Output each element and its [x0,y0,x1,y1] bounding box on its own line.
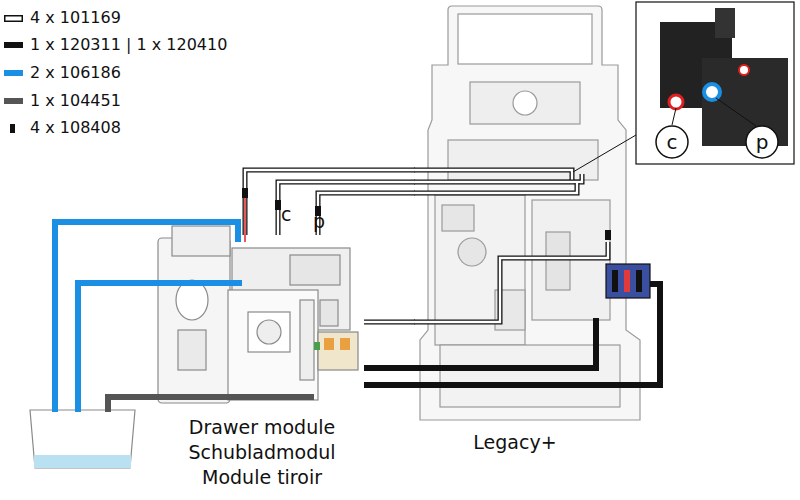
tube-clip [242,188,248,198]
cable-connector [364,385,415,386]
tube-outline [364,320,415,325]
tube-connector [318,193,415,235]
tube-outline [414,242,608,322]
cable [414,318,596,368]
tube-connector [245,170,415,235]
callout-letter: c [667,130,678,154]
tube-core [364,321,415,323]
legend-swatch [4,98,23,104]
legend-swatch [4,42,23,48]
connector-pin [314,342,320,350]
callout-circle-shape [656,126,688,158]
drawer-fan [257,320,281,344]
water-container [30,410,135,468]
tube-fitting [704,84,720,100]
port-letter: c [281,203,291,225]
inset-leader [573,135,636,172]
tube-clip [605,230,611,240]
callout-circle: c [655,125,689,159]
tube-outline [278,182,415,235]
hopper-lid [513,91,537,115]
tube-connector [278,182,415,235]
module-name: Drawer module [160,415,364,440]
bean-hopper [470,82,580,124]
board-part [546,232,570,290]
tube-outline [414,170,572,180]
legend-text: 1 x 104451 [30,91,121,111]
tube-core [318,193,415,235]
tube-outline [245,170,415,235]
module-name: Module tiroir [160,465,364,490]
drawer-hopper [158,238,230,403]
drawer-top-block [172,226,230,256]
red-wire [244,198,246,242]
valve-fitting [715,8,735,38]
drawer-frame [248,312,290,352]
legend-swatch [4,70,23,76]
drawer-front [228,290,318,400]
tube-fitting [739,65,749,75]
blue-tube [78,283,242,412]
text-holder: p [745,125,779,159]
port-letter: p [313,210,325,232]
pump [442,205,474,231]
tube-outline [414,174,582,182]
cable [414,284,660,385]
drain-hose [108,397,314,412]
drawer-module: Drawer moduleSchubladmodulModule tiroir [160,235,364,490]
tube-core [414,170,572,180]
detail-inset [636,2,794,164]
callout-letter: p [756,130,769,154]
boiler [458,238,486,266]
tube-outline [414,183,577,193]
tube-core [414,242,608,322]
display [458,14,592,64]
connector-pin [636,270,642,292]
module-name: Legacy+ [415,430,615,455]
legend-text: 1 x 120311 | 1 x 120410 [30,35,227,55]
machine: Legacy+ [415,5,640,460]
cable-line [364,382,415,388]
connector-pin [340,338,350,350]
legend-text: 4 x 108408 [30,118,121,138]
wire-connector [606,264,650,298]
legend-text: 4 x 101169 [30,8,121,28]
text-holder: c [655,125,689,159]
tube-outline [318,193,415,235]
text-holder: Drawer moduleSchubladmodulModule tiroir [160,415,364,490]
drawer-connector [318,332,358,370]
drawer-latch [178,330,206,370]
legend-text: 2 x 106186 [30,63,121,83]
drawer-nozzle [320,300,338,326]
callout-circle: p [745,125,779,159]
legend-swatch [10,124,15,133]
blue-tube [55,222,238,412]
tube-connector [364,322,415,323]
cable-line [364,365,415,371]
drawer-strip [300,300,314,380]
callout-leader [672,108,676,125]
water [34,455,131,468]
tube-core [278,182,415,235]
tube-core [245,170,415,235]
callout-circle-shape [746,126,778,158]
module-name: Schubladmodul [160,440,364,465]
tube-core [414,183,577,193]
legend-swatch [4,15,23,22]
connector-pin [612,270,618,292]
callout-leader [716,98,756,126]
cable-connector [364,368,415,369]
connector-pin [624,270,630,292]
tube-core [414,174,582,182]
machine-outline [420,6,640,420]
tube-fitting [669,95,683,109]
text-holder: Legacy+ [415,430,615,455]
drawer-valve [290,255,340,285]
connector-pin [324,338,334,350]
tube-sample [5,15,23,21]
tube-clip [275,200,281,210]
upper-chassis [448,140,598,180]
